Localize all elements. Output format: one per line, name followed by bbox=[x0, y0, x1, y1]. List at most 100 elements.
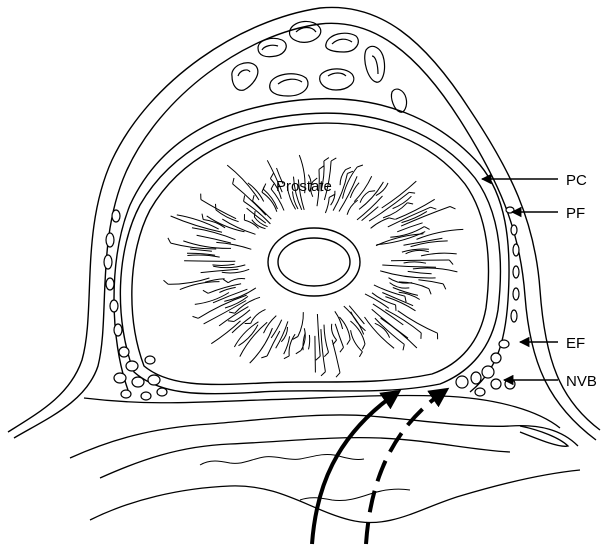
gland-duct-branch bbox=[168, 238, 171, 243]
gland-duct bbox=[324, 325, 329, 353]
gland-duct bbox=[388, 207, 431, 227]
vessel bbox=[132, 377, 144, 387]
vessel bbox=[112, 210, 120, 222]
gland-duct-branch bbox=[450, 207, 456, 209]
gland-duct bbox=[201, 200, 236, 219]
gland-duct-branch bbox=[319, 166, 324, 170]
vessel bbox=[513, 266, 519, 278]
gland-duct bbox=[250, 328, 273, 363]
gland-duct bbox=[350, 183, 359, 198]
prostatic-fascia-outlines bbox=[114, 99, 509, 394]
gland-duct bbox=[232, 317, 251, 333]
gland-duct bbox=[184, 261, 235, 262]
gland-duct-branch bbox=[316, 356, 321, 360]
vessel bbox=[475, 388, 485, 396]
gland-duct-branch bbox=[346, 167, 351, 169]
vessel bbox=[114, 324, 122, 336]
gland-duct-branch bbox=[324, 158, 329, 161]
gland-duct bbox=[219, 307, 248, 326]
gland-duct-branch bbox=[340, 347, 344, 352]
gland-duct-branch bbox=[193, 316, 199, 318]
gland-duct bbox=[385, 297, 415, 311]
vein bbox=[332, 39, 352, 44]
gland-duct bbox=[228, 278, 245, 282]
gland-duct bbox=[216, 210, 239, 222]
gland-duct bbox=[395, 199, 434, 219]
gland-duct-branch bbox=[431, 207, 437, 209]
gland-duct-branch bbox=[321, 372, 325, 376]
vessel bbox=[471, 372, 481, 384]
ef-label: EF bbox=[566, 335, 585, 352]
gland-duct bbox=[385, 310, 421, 333]
gland-duct bbox=[404, 262, 426, 263]
urethra-lumen bbox=[278, 238, 350, 286]
vessel bbox=[513, 244, 519, 256]
gland-duct-branch bbox=[244, 195, 245, 201]
gland-duct bbox=[411, 241, 448, 247]
gland-duct-branch bbox=[389, 218, 395, 219]
gland-duct bbox=[347, 200, 358, 215]
gland-duct bbox=[371, 218, 390, 229]
vessel bbox=[145, 356, 155, 364]
endopelvic-fascia-line bbox=[114, 99, 509, 392]
callout-ef: EF bbox=[520, 335, 585, 352]
outer-fascia-line-2 bbox=[14, 23, 596, 440]
urethra bbox=[268, 228, 360, 296]
gland-duct-branch bbox=[403, 344, 404, 350]
gland-duct-branch bbox=[270, 173, 273, 178]
gland-duct-branch bbox=[409, 192, 415, 193]
gland-duct bbox=[227, 165, 259, 200]
vessel bbox=[491, 379, 501, 389]
gland-duct bbox=[271, 320, 282, 338]
gland-duct-branch bbox=[228, 321, 234, 322]
nvb-label: NVB bbox=[566, 373, 597, 390]
gland-duct bbox=[397, 223, 422, 232]
callout-pc: PC bbox=[482, 172, 587, 189]
gland-duct-branch bbox=[263, 184, 266, 190]
gland-duct-branch bbox=[284, 356, 289, 359]
vessel bbox=[121, 390, 131, 398]
gland-duct-branch bbox=[359, 352, 362, 357]
vessel bbox=[114, 373, 126, 383]
gland-duct-branch bbox=[296, 351, 301, 354]
rectal-wall-line-3 bbox=[90, 470, 580, 523]
rectal-fold bbox=[520, 426, 568, 446]
gland-duct-branch bbox=[233, 178, 234, 184]
gland-duct bbox=[298, 312, 303, 336]
gland-duct bbox=[212, 264, 234, 265]
gland-duct-branch bbox=[324, 352, 328, 356]
gland-duct bbox=[406, 250, 429, 253]
vein bbox=[320, 69, 354, 90]
gland-duct-branch bbox=[223, 279, 228, 282]
vessel bbox=[119, 347, 129, 357]
gland-duct bbox=[382, 265, 436, 267]
gland-duct-branch bbox=[347, 340, 350, 345]
gland-duct bbox=[408, 271, 432, 273]
gland-duct bbox=[417, 229, 464, 239]
vein bbox=[232, 63, 258, 91]
vein bbox=[262, 45, 278, 50]
vessel bbox=[148, 375, 160, 385]
dashed-approach-arrow bbox=[366, 390, 446, 544]
gland-duct bbox=[332, 340, 340, 373]
pc-label: PC bbox=[566, 172, 587, 189]
surgical-approach-arrows bbox=[312, 390, 446, 544]
gland-duct-branch bbox=[443, 284, 446, 289]
vein bbox=[270, 74, 308, 96]
gland-duct-branch bbox=[357, 165, 363, 167]
vessel bbox=[482, 366, 494, 378]
gland-duct-branch bbox=[331, 158, 336, 161]
gland-duct-branch bbox=[369, 191, 375, 192]
gland-duct bbox=[309, 335, 310, 350]
vein bbox=[278, 79, 302, 84]
periprostatic-vessels bbox=[104, 207, 519, 400]
gland-duct bbox=[224, 288, 256, 302]
gland-duct bbox=[289, 334, 295, 356]
rectal-mucosa-wave bbox=[300, 489, 410, 500]
gland-duct bbox=[421, 253, 457, 256]
gland-duct bbox=[171, 216, 222, 232]
gland-duct-branch bbox=[203, 290, 208, 293]
gland-duct bbox=[391, 260, 449, 261]
gland-duct bbox=[281, 327, 287, 342]
